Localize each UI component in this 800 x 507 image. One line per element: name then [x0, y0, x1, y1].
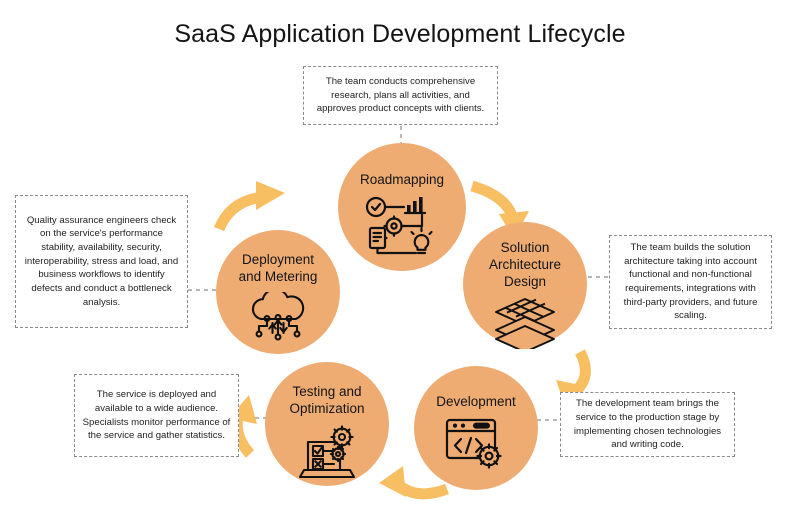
cloud-circuit-icon — [245, 287, 311, 342]
laptop-checklist-gears-icon — [294, 424, 360, 482]
stage-circle-testing-and-optimization[interactable]: Testing and Optimization — [265, 362, 389, 486]
callout-text-solution-architecture-design: The team builds the solution architectur… — [623, 242, 758, 322]
callout-roadmapping: The team conducts comprehensive research… — [303, 66, 498, 125]
arrow-deployment-to-roadmapping — [213, 181, 285, 232]
stage-label-development: Development — [436, 394, 516, 409]
stage-label-testing-and-optimization: Testing and Optimization — [289, 384, 365, 416]
stage-circle-roadmapping[interactable]: Roadmapping — [338, 143, 466, 271]
stage-label-deployment-and-metering: Deployment and Metering — [238, 252, 318, 284]
callout-deployment-and-metering: Quality assurance engineers check on the… — [15, 195, 188, 328]
arrow-development-to-testing — [379, 466, 449, 500]
stacked-layers-icon — [493, 297, 557, 353]
stage-circle-solution-architecture-design[interactable]: Solution Architecture Design — [463, 222, 587, 353]
code-window-gear-icon — [444, 417, 508, 473]
callout-text-deployment-and-metering: Quality assurance engineers check on the… — [24, 214, 179, 308]
page-title: SaaS Application Development Lifecycle — [174, 20, 626, 48]
stage-circle-deployment-and-metering[interactable]: Deployment and Metering — [216, 230, 340, 354]
callout-solution-architecture-design: The team builds the solution architectur… — [609, 235, 772, 329]
callout-text-development: The development team brings the service … — [573, 398, 722, 451]
stage-circle-development[interactable]: Development — [414, 366, 538, 490]
stage-label-solution-architecture-design: Solution Architecture Design — [488, 240, 562, 289]
stage-label-roadmapping: Roadmapping — [359, 172, 445, 187]
callout-text-testing-and-optimization: The service is deployed and available to… — [82, 389, 231, 442]
callout-text-roadmapping: The team conducts comprehensive research… — [316, 76, 485, 115]
callout-development: The development team brings the service … — [560, 392, 735, 457]
callout-testing-and-optimization: The service is deployed and available to… — [74, 374, 239, 457]
roadmap-flowchart-icon — [364, 195, 440, 257]
